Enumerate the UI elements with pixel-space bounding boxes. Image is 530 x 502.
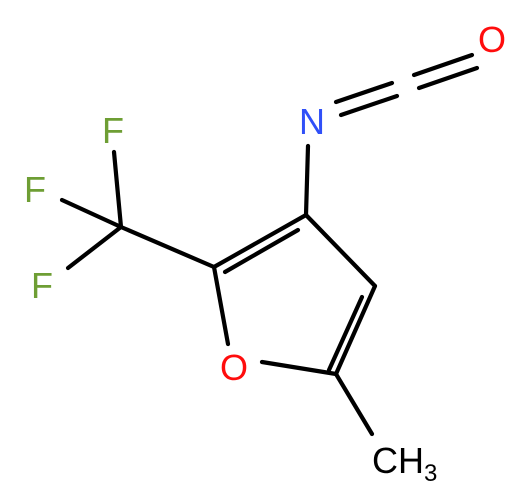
atom-oxygen-ring: O <box>220 347 248 388</box>
bond-c3-c2-inner <box>222 227 301 275</box>
bond-n-c-b <box>338 93 400 118</box>
atom-fluorine-3: F <box>31 265 53 306</box>
bond-c-f3 <box>65 224 124 271</box>
bond-c5-methyl <box>333 371 375 437</box>
cf3-bonds <box>59 149 124 271</box>
bond-c3-c4 <box>303 212 378 289</box>
atom-fluorine-1: F <box>102 110 124 151</box>
bond-c5-o <box>259 359 339 377</box>
atom-methyl: CH3 <box>372 440 437 487</box>
bond-c-o-1a <box>411 52 475 78</box>
isocyanate-bonds <box>333 52 480 118</box>
atom-nitrogen: N <box>299 101 325 142</box>
atom-oxygen-carbonyl: O <box>478 19 506 60</box>
bond-c-f2 <box>59 197 124 230</box>
atom-fluorine-2: F <box>24 169 46 210</box>
bond-c-o-1b <box>416 65 480 91</box>
bond-c3-c2 <box>211 212 309 270</box>
bond-n-c3 <box>303 143 311 218</box>
bond-c2-cf3 <box>118 224 217 270</box>
bond-c4-c5-inner <box>326 294 365 373</box>
bond-c4-c5 <box>333 283 378 377</box>
furan-ring-bonds <box>211 212 378 377</box>
bond-o-c2 <box>211 264 231 347</box>
bond-n-c-a <box>333 80 395 105</box>
bond-c-f1 <box>111 149 124 230</box>
